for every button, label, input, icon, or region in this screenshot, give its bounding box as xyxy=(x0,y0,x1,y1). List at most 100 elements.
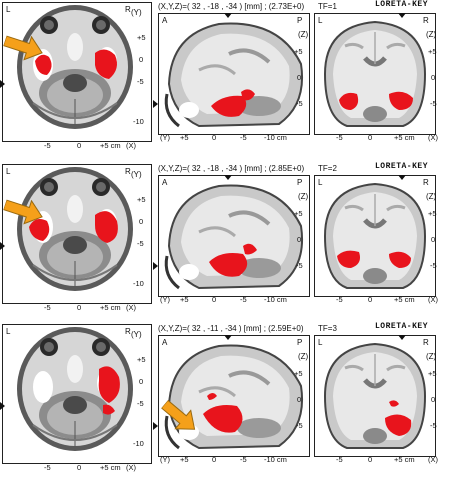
sagittal-brain-image xyxy=(164,22,303,128)
axial-x-tick: -5 xyxy=(44,463,51,472)
sagittal-view: A P xyxy=(158,335,310,457)
sagittal-axis-label: (Z) xyxy=(298,352,309,361)
sagittal-slice-marker-left xyxy=(153,100,158,108)
axial-x-tick: 0 xyxy=(77,141,82,150)
activation-blob xyxy=(389,91,413,110)
sagittal-corner-left: A xyxy=(162,338,168,347)
axial-brain-image xyxy=(17,167,133,291)
sagittal-slice-marker xyxy=(224,175,232,180)
axial-y-tick: -10 xyxy=(133,279,144,288)
axial-corner-left: L xyxy=(6,5,11,14)
sagittal-y-tick: -5 xyxy=(240,455,247,464)
pointer-arrow-icon xyxy=(160,399,196,430)
activation-blob xyxy=(337,250,360,268)
sagittal-y-tick: -5 xyxy=(240,133,247,142)
axial-slice-marker xyxy=(0,402,5,410)
sagittal-axis-label: (Z) xyxy=(298,30,309,39)
coronal-x-tick: 0 xyxy=(368,295,373,304)
sagittal-y-tick: 0 xyxy=(212,455,217,464)
sagittal-z-tick: 0 xyxy=(297,235,302,244)
axial-x-tick: +5 cm xyxy=(100,141,121,150)
coronal-brain-image xyxy=(323,342,427,449)
sagittal-slice-marker xyxy=(224,13,232,18)
axial-axis-label: (Y) xyxy=(131,8,142,17)
sagittal-y-tick: -10 cm xyxy=(264,455,287,464)
sagittal-y-tick: 0 xyxy=(212,295,217,304)
loreta-key-logo: LORETA-KEY xyxy=(375,322,429,331)
axial-x-tick: (X) xyxy=(126,463,136,472)
axial-y-tick: 0 xyxy=(139,55,144,64)
coronal-z-tick: 0 xyxy=(431,395,436,404)
activation-blob xyxy=(207,393,217,400)
sagittal-corner-right: P xyxy=(297,178,303,187)
axial-y-tick: 0 xyxy=(139,217,144,226)
loreta-panel-tf3: L R (Y) +5 0 -5 -10 -5 0 +5 cm (X) (X,Y,… xyxy=(0,322,450,472)
axial-view: L R xyxy=(2,324,152,464)
axial-x-tick: -5 xyxy=(44,303,51,312)
activation-blob xyxy=(209,253,248,277)
coronal-slice-marker xyxy=(398,13,406,18)
axial-corner-left: L xyxy=(6,167,11,176)
coronal-slice-marker xyxy=(398,335,406,340)
sagittal-y-tick: +5 xyxy=(180,455,189,464)
sagittal-z-tick: +5 xyxy=(294,47,303,56)
coronal-corner-right: R xyxy=(423,16,429,25)
sagittal-brain-image xyxy=(164,344,303,450)
axial-y-tick: -5 xyxy=(137,239,144,248)
activation-blob xyxy=(389,400,399,407)
sagittal-z-tick: -5 xyxy=(296,99,303,108)
coronal-z-tick: +5 xyxy=(428,369,437,378)
activation-blob xyxy=(203,405,243,433)
activation-blob xyxy=(35,54,52,75)
axial-x-tick: 0 xyxy=(77,463,82,472)
sagittal-z-tick: -5 xyxy=(296,421,303,430)
sagittal-z-tick: +5 xyxy=(294,209,303,218)
coronal-x-tick: (X) xyxy=(428,133,438,142)
activation-blob xyxy=(339,92,359,110)
sagittal-z-tick: -5 xyxy=(296,261,303,270)
coronal-z-tick: +5 xyxy=(428,47,437,56)
coronal-x-tick: (X) xyxy=(428,295,438,304)
time-frame-label: TF=2 xyxy=(318,164,337,173)
coronal-corner-right: R xyxy=(423,178,429,187)
axial-y-tick: -5 xyxy=(137,77,144,86)
coronal-x-tick: -5 xyxy=(336,455,343,464)
time-frame-label: TF=1 xyxy=(318,2,337,11)
sagittal-y-tick: -5 xyxy=(240,295,247,304)
sagittal-slice-marker-left xyxy=(153,422,158,430)
axial-corner-right: R xyxy=(125,167,131,176)
axial-y-tick: +5 xyxy=(137,355,146,364)
axial-slice-marker xyxy=(0,80,5,88)
axial-x-tick: +5 cm xyxy=(100,303,121,312)
coronal-x-tick: +5 cm xyxy=(394,295,415,304)
axial-corner-right: R xyxy=(125,5,131,14)
activation-blob xyxy=(29,219,50,241)
coronal-corner-right: R xyxy=(423,338,429,347)
coordinate-readout: (X,Y,Z)=( 32 , -11 , -34 ) [mm] ; (2.59E… xyxy=(158,324,304,333)
coronal-z-tick: 0 xyxy=(431,73,436,82)
sagittal-view: A P xyxy=(158,13,310,135)
coronal-z-tick: 0 xyxy=(431,235,436,244)
axial-x-tick: (X) xyxy=(126,141,136,150)
sagittal-view: A P xyxy=(158,175,310,297)
axial-x-tick: +5 cm xyxy=(100,463,121,472)
axial-corner-left: L xyxy=(6,327,11,336)
sagittal-z-tick: 0 xyxy=(297,395,302,404)
coronal-z-tick: -5 xyxy=(430,99,437,108)
axial-view: L R xyxy=(2,164,152,304)
coronal-axis-label: (Z) xyxy=(426,352,437,361)
coronal-x-tick: +5 cm xyxy=(394,455,415,464)
coronal-z-tick: -5 xyxy=(430,421,437,430)
sagittal-corner-right: P xyxy=(297,338,303,347)
coronal-corner-left: L xyxy=(318,178,323,187)
axial-x-tick: (X) xyxy=(126,303,136,312)
coronal-x-tick: 0 xyxy=(368,133,373,142)
sagittal-y-tick: 0 xyxy=(212,133,217,142)
activation-blob xyxy=(389,251,411,268)
coronal-view: L R xyxy=(314,13,436,135)
axial-axis-label: (Y) xyxy=(131,170,142,179)
activation-blob xyxy=(95,49,117,79)
sagittal-y-tick: -10 cm xyxy=(264,133,287,142)
coronal-x-tick: 0 xyxy=(368,455,373,464)
coronal-x-tick: -5 xyxy=(336,295,343,304)
